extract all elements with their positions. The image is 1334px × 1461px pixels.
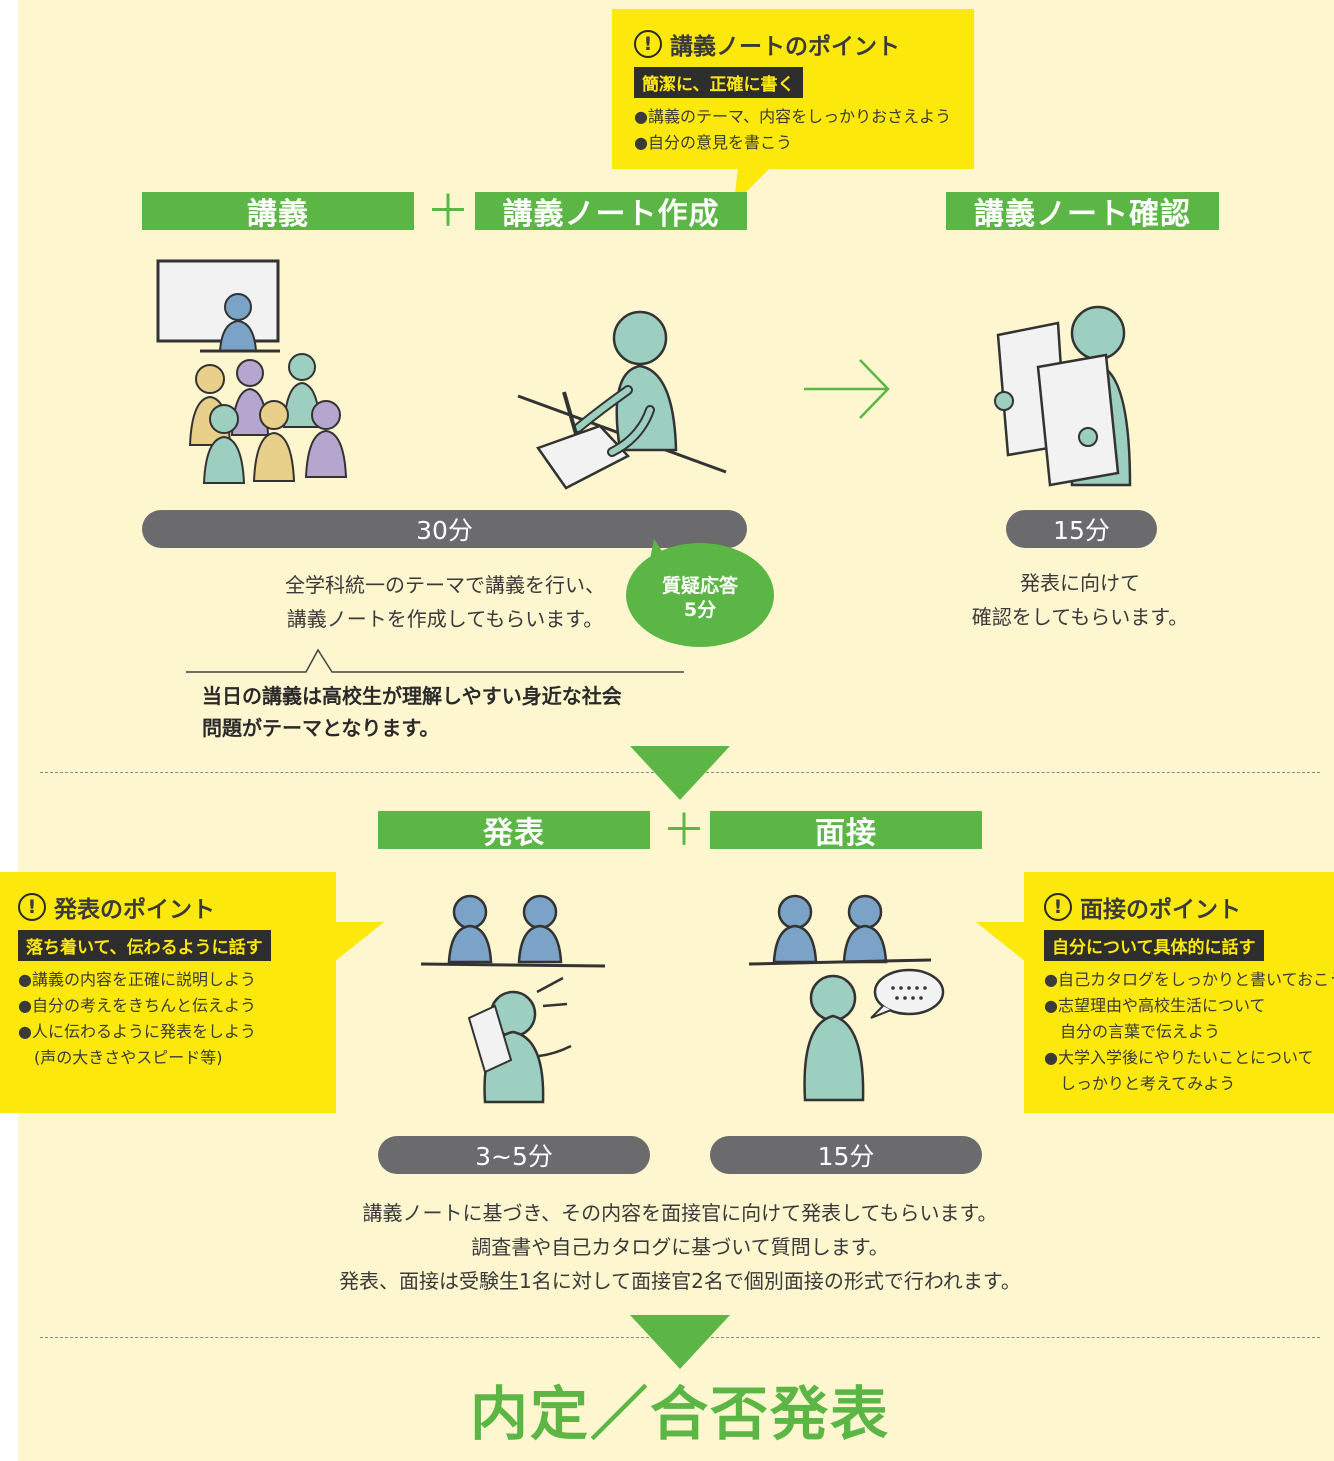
interview-tip-heading: ! 面接のポイント — [1044, 890, 1334, 924]
description-line: 発表、面接は受験生1名に対して面接官2名で個別面接の形式で行われます。 — [339, 1269, 1021, 1293]
list-item: ●自己カタログをしっかりと書いておこう — [1044, 970, 1334, 989]
list-item: ●自分の意見を書こう — [634, 133, 792, 152]
lecture-note-tip-heading: ! 講義ノートのポイント — [634, 27, 974, 61]
lecture-note-tip-title: 講義ノートのポイント — [670, 34, 900, 60]
list-item: ●講義の内容を正確に説明しよう — [18, 970, 256, 989]
lecture-description-line: 全学科統一のテーマで講義を行い、 — [285, 573, 605, 597]
lecture-time-pill: 30分 — [142, 510, 747, 548]
list-item: 自分の言葉で伝えよう — [1044, 1022, 1221, 1041]
note-writing-illustration — [517, 310, 727, 490]
exclamation-icon: ! — [1044, 893, 1072, 921]
presentation-tip-heading: ! 発表のポイント — [18, 890, 336, 924]
presentation-time-pill: 3~5分 — [378, 1136, 650, 1174]
down-arrow-icon — [630, 1315, 730, 1369]
theme-callout-line-text: 当日の講義は高校生が理解しやすい身近な社会 — [202, 684, 622, 708]
theme-callout-line-text: 問題がテーマとなります。 — [202, 716, 440, 740]
interview-tip-pointer — [976, 922, 1026, 962]
page-background — [18, 0, 1334, 1461]
presentation-tip-title: 発表のポイント — [54, 897, 215, 923]
lecture-note-tip-box: ! 講義ノートのポイント 簡潔に、正確に書く ●講義のテーマ、内容をしっかりおさ… — [612, 9, 974, 169]
presentation-tip-list: ●講義の内容を正確に説明しよう ●自分の考えをきちんと伝えよう ●人に伝わるよう… — [18, 967, 336, 1071]
lecture-note-tip-list: ●講義のテーマ、内容をしっかりおさえよう ●自分の意見を書こう — [634, 104, 974, 156]
list-item: ●志望理由や高校生活について — [1044, 996, 1266, 1015]
description-line: 講義ノートに基づき、その内容を面接官に向けて発表してもらいます。 — [362, 1201, 998, 1225]
interview-tip-list: ●自己カタログをしっかりと書いておこう ●志望理由や高校生活について 自分の言葉… — [1044, 967, 1334, 1097]
theme-callout: 当日の講義は高校生が理解しやすい身近な社会 問題がテーマとなります。 — [202, 680, 622, 744]
lecture-note-check-bar: 講義ノート確認 — [946, 192, 1219, 232]
check-description: 発表に向けて 確認をしてもらいます。 — [960, 566, 1200, 634]
interview-bar: 面接 — [710, 811, 982, 851]
presentation-tip-subtitle: 落ち着いて、伝わるように話す — [18, 930, 271, 961]
theme-callout-line — [186, 648, 684, 673]
interview-illustration — [748, 894, 945, 1102]
presentation-tip-box: ! 発表のポイント 落ち着いて、伝わるように話す ●講義の内容を正確に説明しよう… — [0, 872, 336, 1113]
qa-label: 質疑応答 — [661, 575, 738, 597]
lecture-note-tip-subtitle: 簡潔に、正確に書く — [634, 67, 803, 98]
presentation-bar: 発表 — [378, 811, 650, 851]
check-description-line: 確認をしてもらいます。 — [971, 605, 1189, 629]
plus-icon: ＋ — [662, 805, 706, 856]
list-item: しっかりと考えてみよう — [1044, 1074, 1236, 1093]
list-item: ●講義のテーマ、内容をしっかりおさえよう — [634, 107, 952, 126]
lecture-description-line: 講義ノートを作成してもらいます。 — [286, 607, 604, 631]
interview-tip-box: ! 面接のポイント 自分について具体的に話す ●自己カタログをしっかりと書いてお… — [1024, 872, 1334, 1113]
list-item: ●自分の考えをきちんと伝えよう — [18, 996, 256, 1015]
lecture-illustration — [156, 259, 348, 484]
qa-bubble — [626, 539, 774, 647]
exclamation-icon: ! — [634, 30, 662, 58]
result-announcement: 内定／合否発表 — [469, 1380, 890, 1448]
check-time-pill: 15分 — [1006, 510, 1157, 548]
list-item: ●大学入学後にやりたいことについて — [1044, 1048, 1314, 1067]
lecture-bar: 講義 — [142, 192, 414, 232]
interview-time-pill: 15分 — [710, 1136, 982, 1174]
note-check-illustration — [994, 305, 1132, 487]
lecture-description: 全学科統一のテーマで講義を行い、 講義ノートを作成してもらいます。 — [230, 568, 660, 636]
interview-tip-title: 面接のポイント — [1080, 897, 1241, 923]
list-item: ●人に伝わるように発表をしよう — [18, 1022, 256, 1041]
exclamation-icon: ! — [18, 893, 46, 921]
presentation-illustration — [420, 894, 606, 1104]
down-arrow-icon — [630, 746, 730, 800]
check-description-line: 発表に向けて — [1020, 571, 1140, 595]
presentation-tip-pointer — [334, 922, 384, 962]
lecture-note-creation-bar: 講義ノート作成 — [475, 192, 747, 232]
interview-tip-subtitle: 自分について具体的に話す — [1044, 930, 1264, 961]
right-arrow-icon — [804, 359, 890, 419]
description-line: 調査書や自己カタログに基づいて質問します。 — [471, 1235, 889, 1259]
qa-time: 5分 — [683, 599, 717, 621]
list-item: (声の大きさやスピード等) — [18, 1048, 223, 1067]
qa-text: 質疑応答 5分 — [640, 574, 760, 622]
presentation-interview-description: 講義ノートに基づき、その内容を面接官に向けて発表してもらいます。 調査書や自己カ… — [280, 1196, 1080, 1298]
plus-icon: ＋ — [426, 186, 470, 237]
